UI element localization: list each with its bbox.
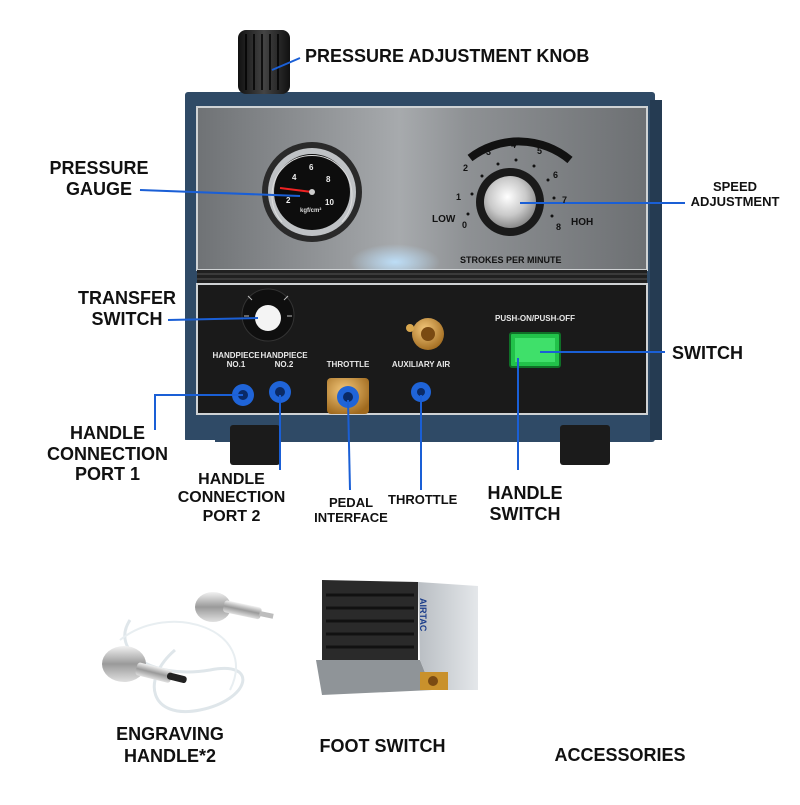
speed-arc [467, 137, 573, 164]
callout-port2-line2: CONNECTION [177, 489, 286, 507]
callout-pressure-knob: PRESSURE ADJUSTMENT KNOB [305, 46, 590, 66]
gauge-number-4: 4 [292, 173, 297, 182]
caption-foot-switch: FOOT SWITCH [319, 736, 446, 756]
footswitch-brand: AIRTAC [418, 598, 428, 632]
dial-number-8: 8 [556, 222, 562, 232]
callout-speed: SPEED ADJUSTMENT [680, 179, 790, 210]
callout-pressure-gauge-line2: GAUGE [65, 178, 132, 199]
callout-handle-switch-line1: HANDLE [487, 483, 563, 503]
callout-transfer-line1: TRANSFER [78, 288, 176, 308]
leader-lines [139, 57, 685, 491]
gauge-number-8: 8 [326, 175, 331, 184]
dial-number-5: 5 [537, 146, 543, 156]
dial-number-3: 3 [486, 147, 492, 157]
handle-head-2 [102, 646, 146, 682]
foot-right [560, 425, 610, 465]
hp1-label-line2: NO.1 [226, 360, 246, 369]
caption-accessories: ACCESSORIES [554, 745, 686, 765]
hp1-label-line1: HANDPIECE [212, 351, 260, 360]
caption-engraving-handle: ENGRAVING HANDLE*2 [100, 724, 240, 767]
machine-illustration [139, 30, 685, 491]
dial-number-0: 0 [462, 220, 468, 230]
pressure-knob[interactable] [238, 30, 290, 94]
gauge-number-2: 2 [286, 196, 291, 205]
foot-switch [316, 580, 478, 695]
accessories-illustration [0, 560, 800, 800]
hp2-label-line2: NO.2 [274, 360, 294, 369]
callout-port-2: HANDLE CONNECTION PORT 2 [164, 471, 299, 526]
callout-pressure-gauge: PRESSURE GAUGE [44, 158, 154, 199]
callout-pedal-line1: PEDAL [328, 495, 374, 510]
callout-pedal: PEDAL INTERFACE [296, 495, 406, 526]
gauge-number-6: 6 [309, 163, 314, 172]
foot-left [230, 425, 280, 465]
dial-number-1: 1 [456, 192, 462, 202]
caption-handle-line1: ENGRAVING [116, 724, 224, 744]
hp2-label-line1: HANDPIECE [260, 351, 308, 360]
callout-port1-line1: HANDLE [70, 423, 145, 443]
dial-low-label: LOW [432, 214, 456, 225]
callout-speed-line1: SPEED [712, 179, 758, 194]
push-label: PUSH-ON/PUSH-OFF [495, 314, 575, 323]
callout-throttle: THROTTLE [388, 492, 458, 507]
handle-head-1 [195, 592, 231, 622]
gauge-number-10: 10 [325, 198, 334, 207]
strokes-label: STROKES PER MINUTE [460, 255, 562, 265]
callout-port1-line3: PORT 1 [74, 464, 140, 485]
caption-handle-line2: HANDLE*2 [123, 745, 216, 766]
accessories-svg [102, 580, 478, 713]
callout-pressure-gauge-line1: PRESSURE [49, 158, 149, 178]
dial-number-7: 7 [562, 195, 568, 205]
gauge-needle [279, 187, 313, 193]
dial-number-4: 4 [511, 140, 517, 150]
hp1-label: HANDPIECE NO.1 [210, 351, 262, 369]
throttle-panel-label: THROTTLE [326, 360, 370, 369]
callout-transfer-line2: SWITCH [91, 308, 163, 329]
callout-transfer-switch: TRANSFER SWITCH [68, 288, 186, 329]
hp2-label: HANDPIECE NO.2 [258, 351, 310, 369]
callout-port2-line3: PORT 2 [202, 507, 261, 525]
callout-handle-switch: HANDLE SWITCH [470, 483, 580, 524]
callout-port2-line1: HANDLE [198, 471, 265, 488]
dial-number-2: 2 [463, 163, 469, 173]
dial-hoh-label: HOH [571, 217, 594, 228]
callout-switch: SWITCH [672, 343, 743, 363]
callout-speed-line2: ADJUSTMENT [690, 193, 780, 209]
callout-pedal-line2: INTERFACE [314, 509, 388, 525]
gauge-unit: kgf/cm² [300, 208, 322, 214]
engraving-handles [102, 592, 274, 713]
machine-svg [139, 30, 685, 491]
aux-panel-label: AUXILIARY AIR [391, 360, 451, 369]
callout-port1-line2: CONNECTION [47, 443, 168, 464]
dial-number-6: 6 [553, 170, 559, 180]
callout-port-1: HANDLE CONNECTION PORT 1 [30, 423, 185, 485]
callout-handle-switch-line2: SWITCH [489, 503, 561, 524]
